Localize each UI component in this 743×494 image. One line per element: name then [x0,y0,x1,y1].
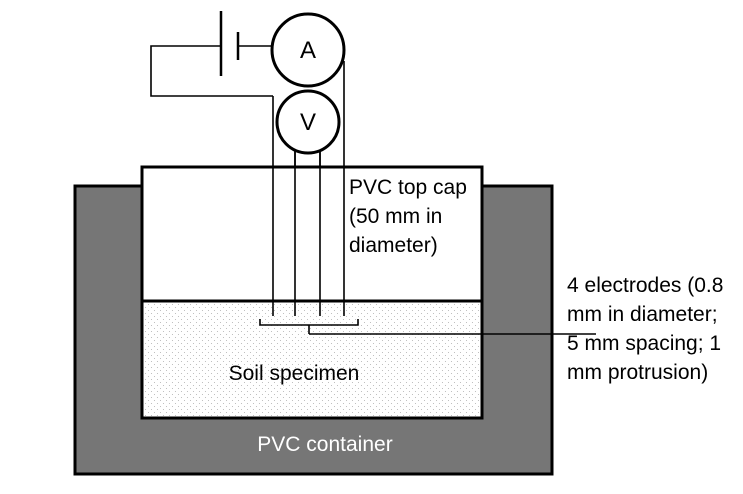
soil-specimen [140,299,484,420]
voltmeter-leads [294,151,321,167]
top-cap-label-line-2: (50 mm in [349,205,442,228]
electrodes-label-line-1: 4 electrodes (0.8 [567,274,723,297]
ammeter-label: A [300,37,316,64]
circuit-wiring [150,45,273,97]
soil-specimen-label: Soil specimen [229,362,360,385]
voltmeter: V [275,89,341,155]
electrodes-label: 4 electrodes (0.8 mm in diameter; 5 mm s… [567,274,729,384]
voltmeter-label: V [300,109,316,136]
electrodes-label-line-2: mm in diameter; [567,303,718,326]
pvc-top-cap [140,165,484,303]
battery-icon [219,11,240,76]
electrodes-label-line-4: mm protrusion) [567,361,708,384]
top-cap-label-line-3: diameter) [349,234,438,257]
electrodes-label-line-3: 5 mm spacing; 1 [567,332,721,355]
electrode-bracket [259,319,596,335]
electrode-wires [272,61,345,316]
top-cap-label-line-1: PVC top cap [349,176,467,199]
top-cap-label: PVC top cap (50 mm in diameter) [349,176,473,257]
pvc-container-label: PVC container [257,433,392,456]
ammeter: A [270,12,346,88]
